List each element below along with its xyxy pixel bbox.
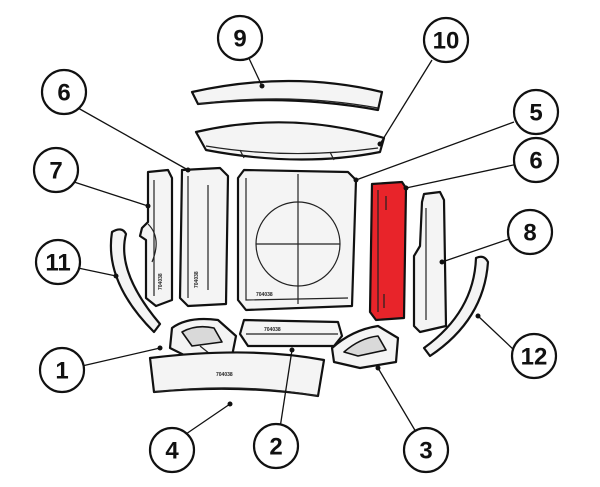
- part-2-middle-floor-brick: 704038: [238, 318, 344, 348]
- part-5-back-panel: 704038: [236, 168, 358, 312]
- part-6-left-side-panel: 704038: [178, 166, 230, 308]
- callout-2: 2: [252, 422, 300, 470]
- callout-9-label: 9: [233, 26, 246, 53]
- part-6-right-side-panel-highlighted: [368, 180, 408, 322]
- callout-5: 5: [512, 88, 560, 136]
- callout-11-label: 11: [45, 250, 70, 277]
- callout-7: 7: [32, 146, 80, 194]
- svg-text:704038: 704038: [264, 327, 281, 333]
- callout-11: 11: [34, 238, 82, 286]
- svg-text:704038: 704038: [194, 271, 200, 288]
- callout-6-left: 6: [40, 68, 88, 116]
- part-12-right-curved-bar: [422, 255, 490, 358]
- svg-text:704038: 704038: [256, 292, 273, 298]
- callout-10: 10: [422, 16, 470, 64]
- callout-1: 1: [38, 346, 86, 394]
- callout-4: 4: [148, 426, 196, 474]
- part-10-baffle-plate: [194, 121, 386, 161]
- callout-7-label: 7: [49, 158, 62, 185]
- part-8-right-shaped-brick: [412, 190, 448, 334]
- callout-10-label: 10: [433, 28, 460, 55]
- callout-3: 3: [402, 426, 450, 474]
- part-3-right-floor-brick: [330, 324, 400, 370]
- callout-8: 8: [506, 208, 554, 256]
- part-9-top-plate: [190, 79, 384, 112]
- part-4-front-curved-brick: 704038: [148, 351, 326, 398]
- callout-3-label: 3: [419, 438, 432, 465]
- callout-6-right: 6: [512, 136, 560, 184]
- part-1-left-floor-brick: [168, 317, 238, 360]
- callout-4-label: 4: [165, 438, 179, 465]
- callout-6-left-label: 6: [57, 80, 70, 107]
- part-11-left-curved-bar: [109, 228, 162, 334]
- callout-6-right-label: 6: [529, 148, 542, 175]
- svg-text:704038: 704038: [216, 372, 233, 378]
- highlighted-panel-shape: [368, 180, 408, 322]
- part-7-left-shaped-brick: 704038: [138, 168, 174, 308]
- callout-2-label: 2: [269, 434, 282, 461]
- callout-1-label: 1: [55, 358, 68, 385]
- callout-12: 12: [510, 332, 558, 380]
- callout-8-label: 8: [523, 220, 536, 247]
- callout-9: 9: [216, 14, 264, 62]
- leader-lines: [73, 51, 519, 435]
- svg-text:704038: 704038: [158, 273, 164, 290]
- callout-12-label: 12: [521, 344, 548, 371]
- callout-5-label: 5: [529, 100, 542, 127]
